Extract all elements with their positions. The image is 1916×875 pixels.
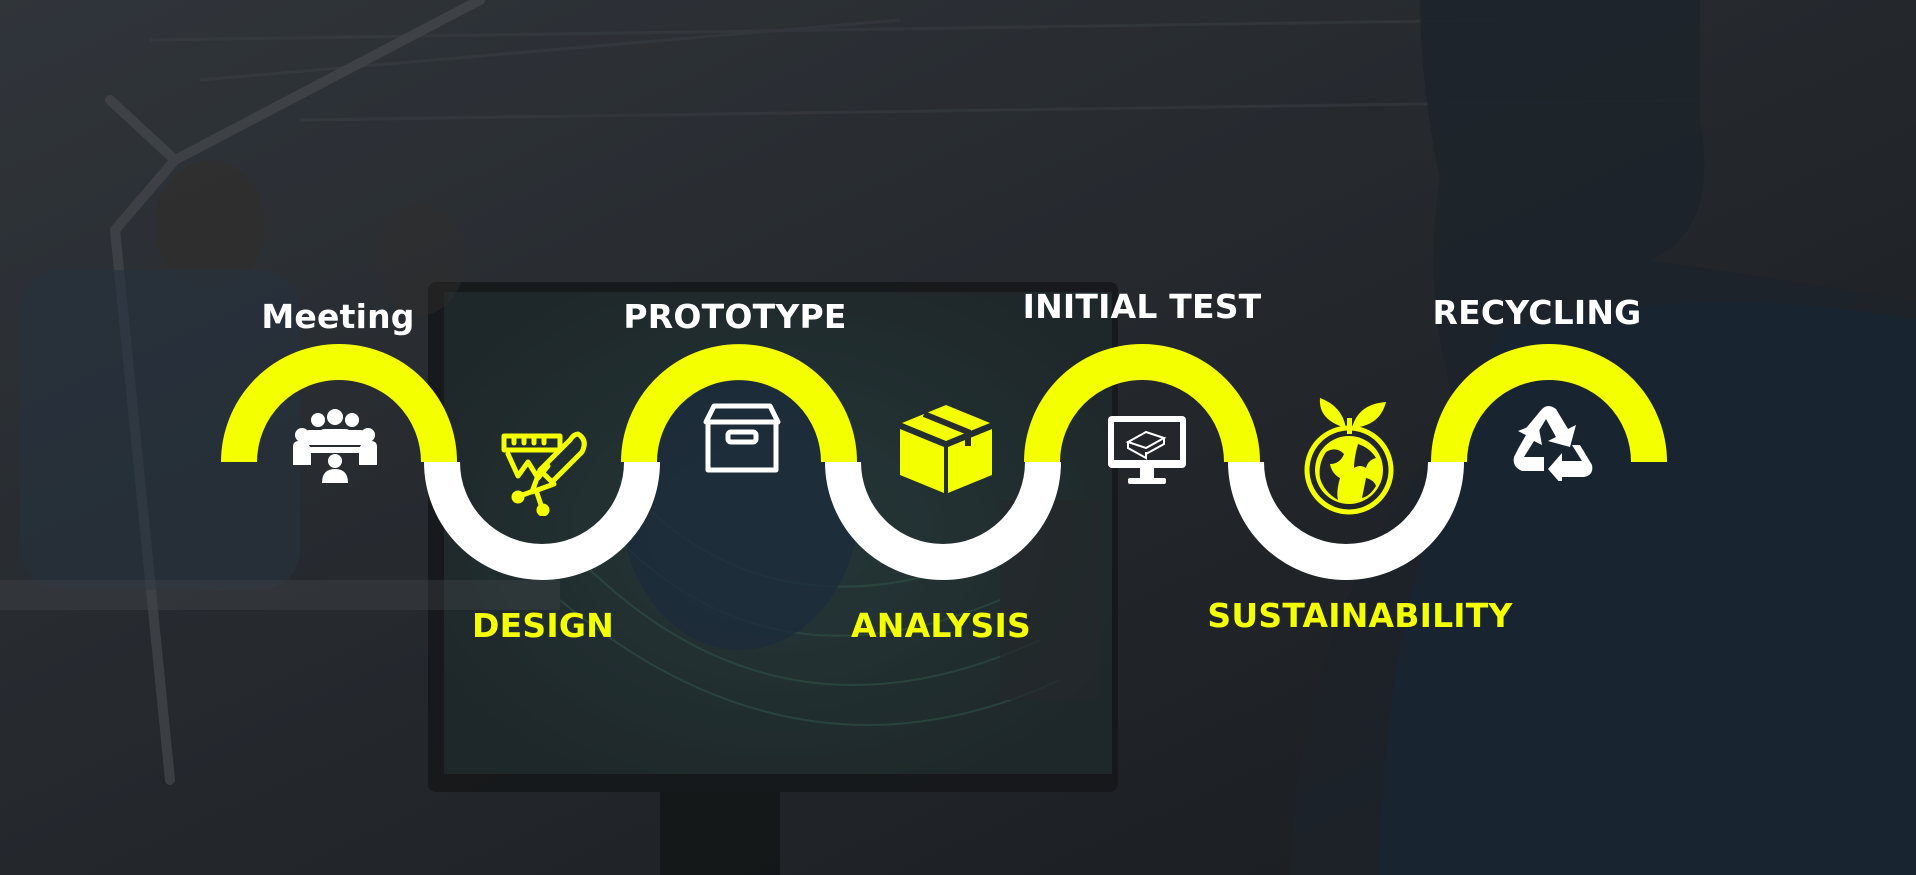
step-label-meeting: Meeting [261, 297, 415, 336]
eco-globe-icon [1304, 398, 1394, 515]
wave-arc-4 [825, 461, 1061, 580]
step-label-prototype: PROTOTYPE [623, 297, 847, 336]
wave-arc-6 [1228, 461, 1464, 580]
step-label-recycling: RECYCLING [1432, 293, 1642, 332]
package-box-icon [900, 405, 992, 493]
team-meeting-icon [293, 409, 377, 483]
step-label-initial-test: INITIAL TEST [1022, 287, 1262, 326]
step-label-sustainability: SUSTAINABILITY [1207, 596, 1513, 635]
wave-arc-7 [1431, 344, 1667, 463]
step-label-design: DESIGN [472, 606, 614, 645]
wave-arc-1 [221, 344, 457, 463]
wave-arc-2 [424, 461, 660, 580]
archive-box-icon [703, 403, 781, 473]
design-tools-icon [501, 431, 587, 516]
wave-arc-5 [1024, 344, 1260, 463]
recycle-icon [1513, 406, 1593, 481]
wave-arc-3 [621, 344, 857, 463]
computer-monitor-icon [1108, 416, 1186, 484]
step-label-analysis: ANALYSIS [851, 606, 1031, 645]
